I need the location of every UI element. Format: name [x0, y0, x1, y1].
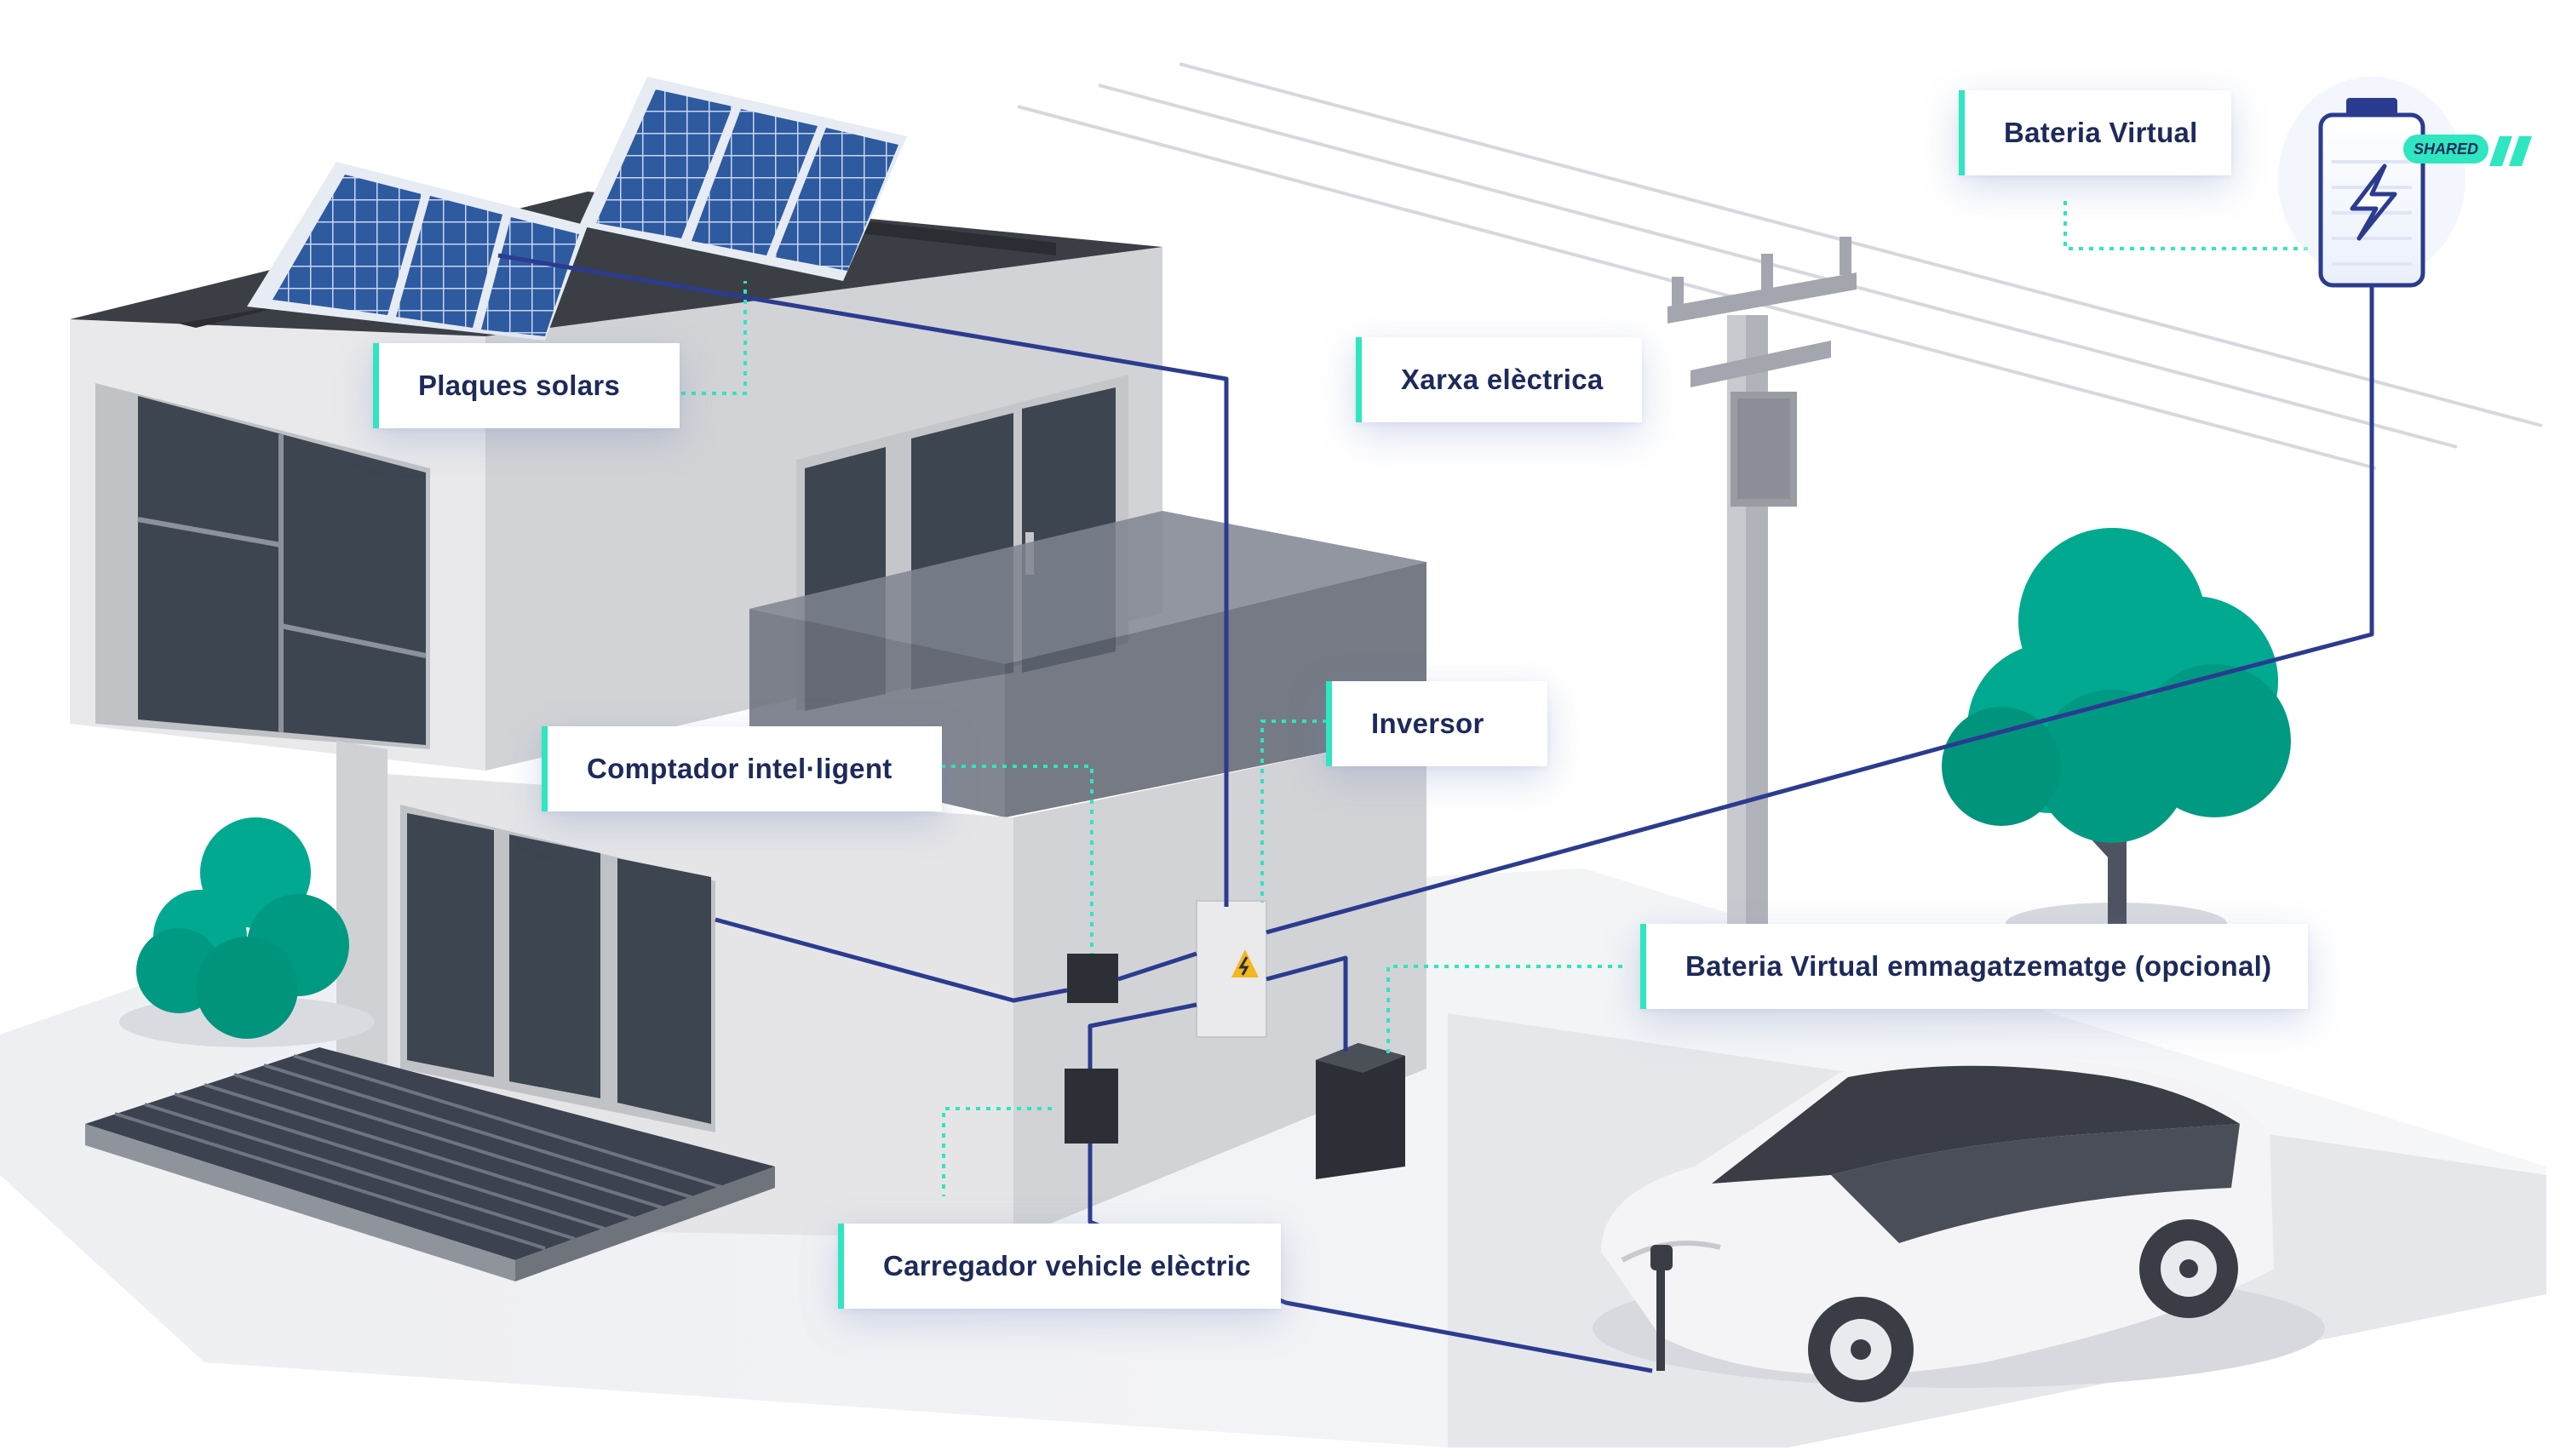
inverter-device	[1196, 900, 1267, 1038]
solar-panels	[247, 77, 907, 341]
bolt-icon	[2350, 163, 2397, 241]
bush	[119, 817, 375, 1047]
label-battery-storage-text: Bateria Virtual emmagatzematge (opcional…	[1685, 950, 2272, 982]
label-connectors	[681, 201, 2312, 1196]
label-inverter: Inversor	[1326, 681, 1547, 766]
label-virtual-battery: Bateria Virtual	[1959, 90, 2231, 175]
smart-meter-device	[1067, 954, 1118, 1003]
shared-badge: SHARED	[2403, 135, 2532, 166]
label-ev-charger-text: Carregador vehicle elèctric	[883, 1250, 1251, 1281]
label-solar-panels-text: Plaques solars	[418, 370, 621, 401]
label-battery-storage: Bateria Virtual emmagatzematge (opcional…	[1640, 924, 2308, 1009]
svg-text:SHARED: SHARED	[2414, 140, 2478, 158]
label-inverter-text: Inversor	[1371, 708, 1484, 739]
power-lines	[1017, 62, 2543, 470]
battery-storage-device	[1316, 1043, 1405, 1179]
tree	[1942, 528, 2291, 945]
electric-car	[1593, 1058, 2325, 1402]
label-ev-charger: Carregador vehicle elèctric	[838, 1224, 1281, 1309]
label-solar-panels: Plaques solars	[373, 343, 680, 428]
label-smart-meter: Comptador intel·ligent	[542, 726, 942, 811]
ev-charger-plug	[1650, 1245, 1673, 1371]
utility-pole	[1667, 237, 1857, 928]
ev-charger-device	[1065, 1069, 1118, 1144]
label-smart-meter-text: Comptador intel·ligent	[587, 753, 893, 784]
label-grid: Xarxa elèctrica	[1356, 337, 1642, 422]
virtual-battery-icon: SHARED	[2278, 77, 2532, 288]
label-virtual-battery-text: Bateria Virtual	[2004, 117, 2198, 148]
label-grid-text: Xarxa elèctrica	[1401, 364, 1604, 395]
warning-bolt-icon	[1231, 949, 1259, 977]
